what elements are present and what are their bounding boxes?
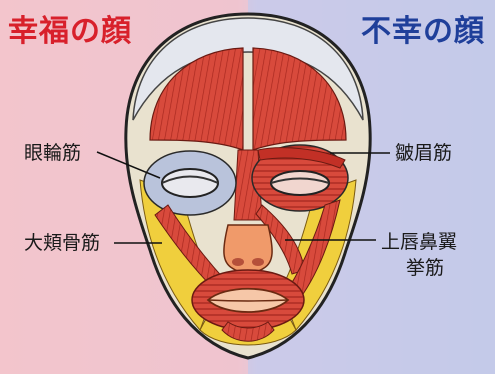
label-zygomaticus-major: 大頬骨筋 [24,231,100,255]
eye-right [271,171,329,195]
title-unhappy-face: 不幸の顔 [361,6,485,50]
label-orbicularis-oculi: 眼輪筋 [24,141,81,165]
eye-left [162,169,218,197]
label-levator-line-1: 上唇鼻翼 [381,230,457,254]
label-levator-line-2: 挙筋 [406,256,444,280]
title-happy-face: 幸福の顔 [8,6,132,50]
nose [224,225,272,273]
label-corrugator: 皺眉筋 [395,141,452,165]
